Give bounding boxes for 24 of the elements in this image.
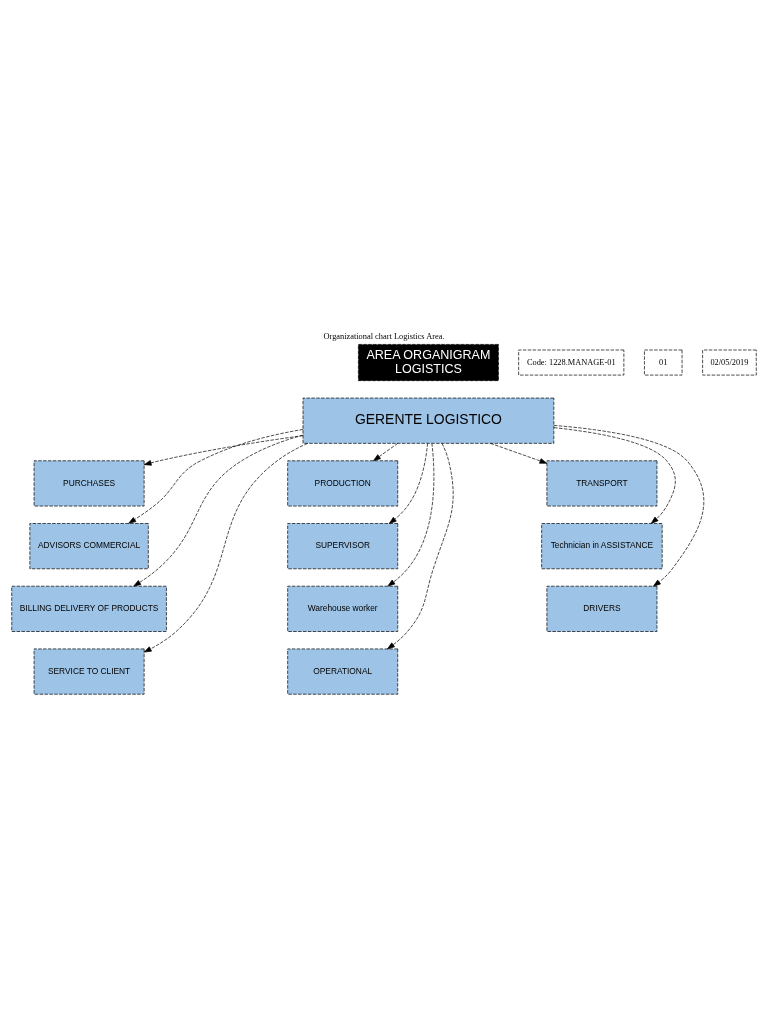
arrow — [143, 443, 308, 653]
arrow — [373, 443, 399, 462]
arrow — [490, 443, 548, 464]
node-box: PRODUCTION — [287, 460, 399, 507]
node-box: ADVISORS COMMERCIAL — [29, 523, 149, 570]
arrow — [388, 443, 428, 524]
arrow — [387, 443, 435, 587]
arrow — [128, 429, 304, 524]
arrow — [553, 427, 676, 524]
node-box: OPERATIONAL — [287, 648, 399, 695]
arrow — [387, 443, 454, 650]
node-box: DRIVERS — [546, 585, 658, 632]
node-box: AREA ORGANIGRAM LOGISTICS — [358, 344, 499, 381]
node-box: GERENTE LOGISTICO — [302, 397, 555, 444]
node-box: BILLING DELIVERY OF PRODUCTS — [11, 585, 167, 632]
arrow — [553, 425, 705, 587]
arrow — [133, 434, 304, 587]
arrow — [143, 435, 304, 466]
node-box: SERVICE TO CLIENT — [33, 648, 145, 695]
node-box: TRANSPORT — [546, 460, 658, 507]
node-box: PURCHASES — [33, 460, 145, 507]
node-box: Warehouse worker — [287, 585, 399, 632]
node-box: SUPERVISOR — [287, 523, 399, 570]
node-box: Technician in ASSISTANCE — [541, 523, 663, 570]
